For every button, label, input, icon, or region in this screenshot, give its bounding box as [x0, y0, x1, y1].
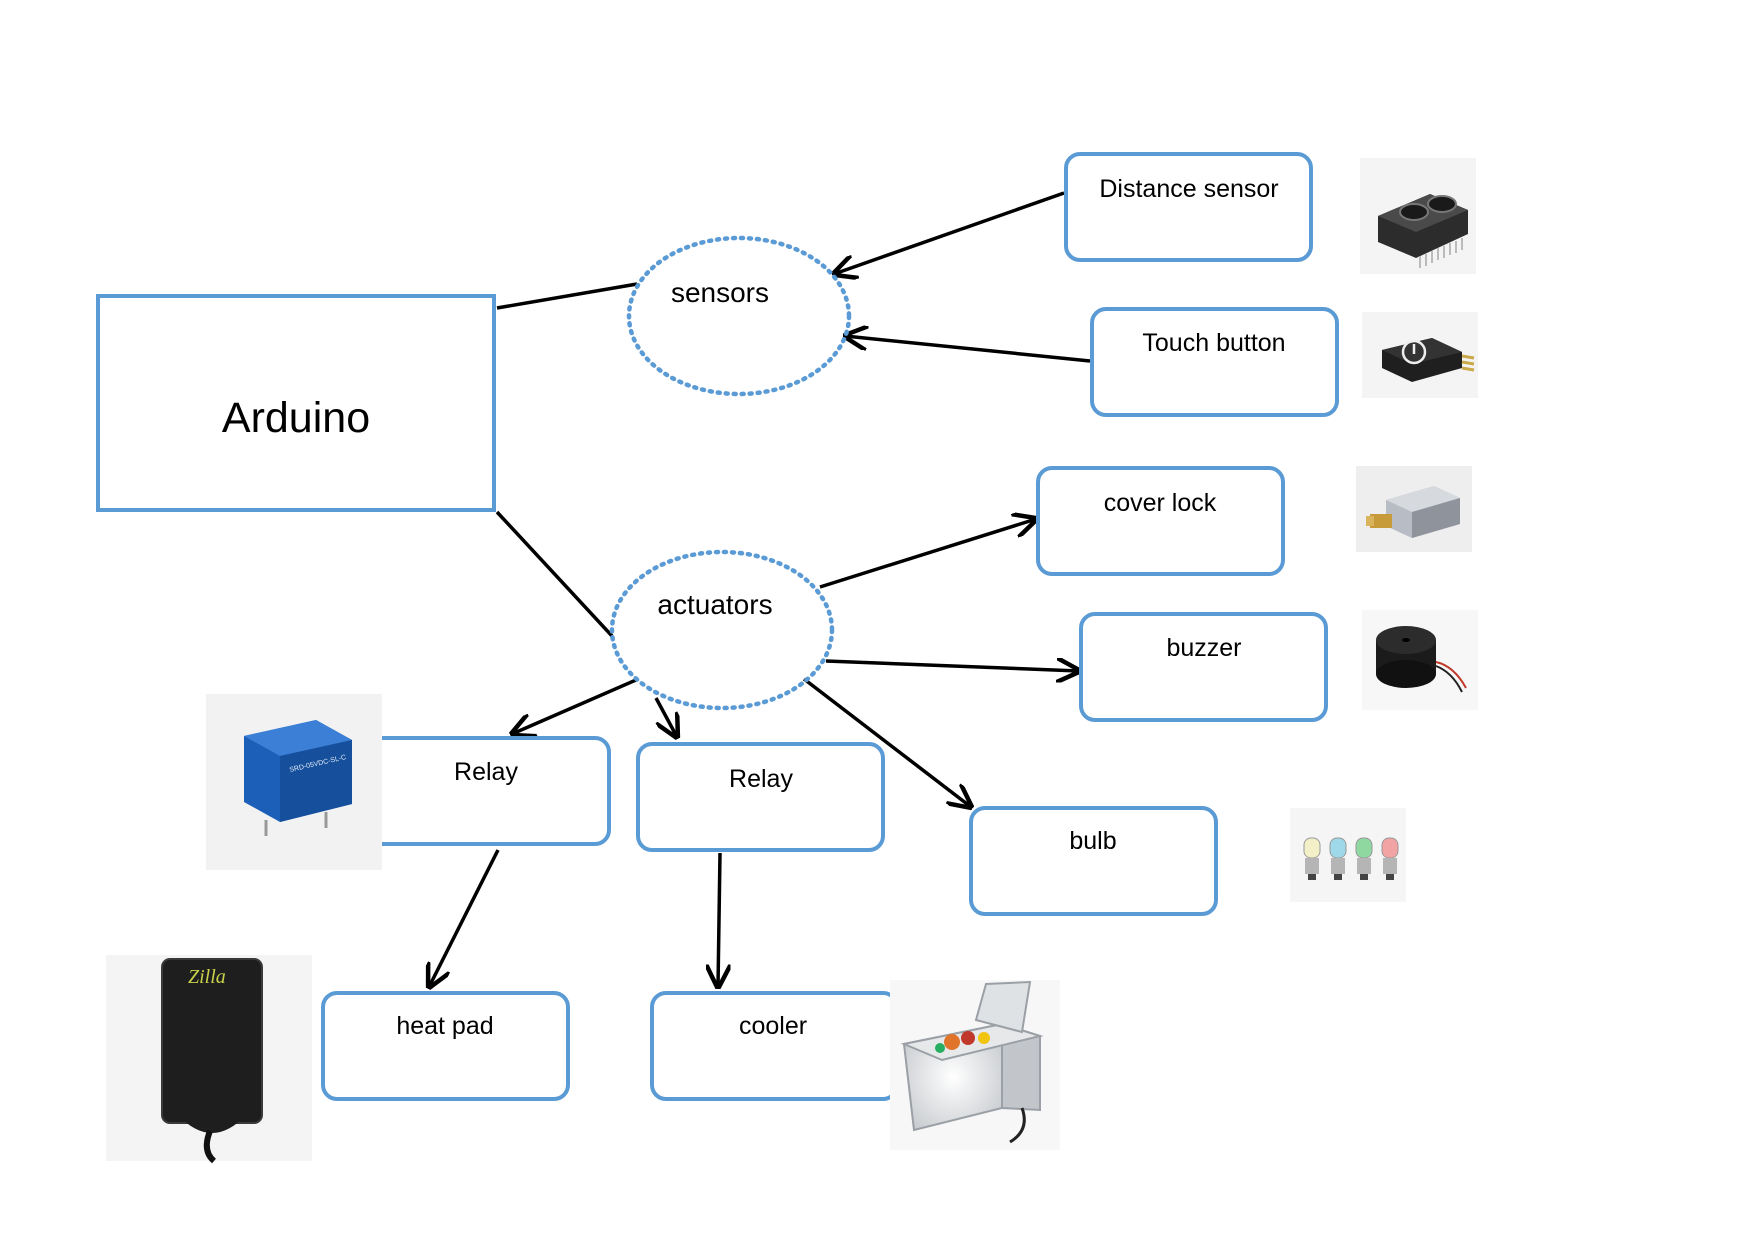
distance-sensor-label: Distance sensor: [1099, 175, 1278, 203]
touch-button-label: Touch button: [1142, 329, 1285, 357]
edge-actuators-coverlock: [819, 519, 1036, 589]
bulb-label: bulb: [1069, 827, 1116, 855]
cover-lock-image: [1356, 466, 1472, 552]
heat-pad-image: Zilla: [106, 955, 312, 1164]
edge-arduino-actuators: [495, 510, 614, 638]
edge-touch-sensors: [845, 336, 1091, 363]
arduino-label: Arduino: [222, 394, 370, 442]
svg-text:Zilla: Zilla: [188, 966, 226, 988]
cover-lock-box: cover lock: [1036, 466, 1285, 576]
heat-pad-label: heat pad: [396, 1012, 493, 1040]
bulb-box: bulb: [969, 806, 1218, 916]
buzzer-image: [1362, 610, 1478, 710]
relay-image: SRD-05VDC-SL-C: [206, 694, 382, 870]
edge-actuators-bulb: [802, 677, 971, 807]
touch-button-box: Touch button: [1090, 307, 1339, 417]
edge-relay1-heatpad: [429, 849, 500, 987]
cooler-box: cooler: [650, 991, 899, 1101]
distance-sensor-image: [1360, 158, 1476, 274]
edge-arduino-sensors: [496, 282, 638, 310]
touch-button-image: [1362, 312, 1478, 398]
cooler-label: cooler: [739, 1012, 807, 1040]
edge-relay2-cooler: [718, 852, 720, 987]
distance-sensor-box: Distance sensor: [1064, 152, 1313, 262]
relay-1-label: Relay: [454, 758, 518, 786]
edge-actuators-relay1: [512, 678, 637, 734]
edge-distance-sensors: [834, 191, 1065, 274]
edge-actuators-relay2: [654, 697, 677, 737]
relay-2-label: Relay: [729, 765, 793, 793]
sensors-hub: sensors: [626, 235, 852, 397]
buzzer-box: buzzer: [1079, 612, 1328, 722]
buzzer-label: buzzer: [1166, 634, 1241, 662]
cooler-image: [890, 980, 1060, 1150]
arduino-block: Arduino: [96, 294, 496, 512]
heat-pad-box: heat pad: [321, 991, 570, 1101]
edge-actuators-buzzer: [825, 661, 1079, 671]
actuators-label: actuators: [657, 589, 772, 620]
cover-lock-label: cover lock: [1104, 489, 1217, 517]
sensors-label: sensors: [671, 277, 769, 308]
relay-2-box: Relay: [636, 742, 885, 852]
bulb-image: [1290, 808, 1406, 902]
relay-1-box: Relay: [362, 736, 611, 846]
actuators-hub: actuators: [609, 549, 835, 711]
